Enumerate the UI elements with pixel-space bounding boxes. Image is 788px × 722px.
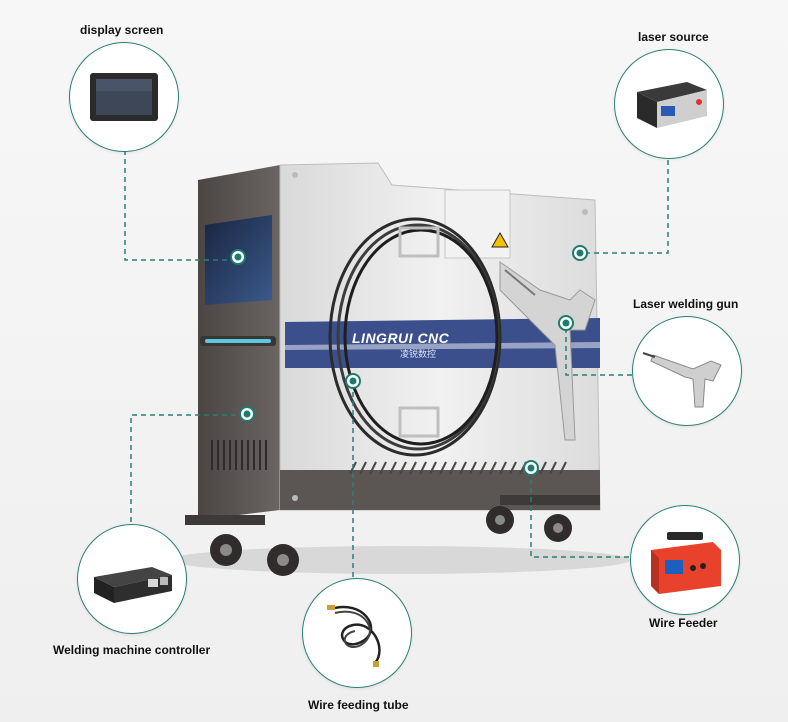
label-welding-machine-controller: Welding machine controller [53, 643, 211, 657]
display-screen-icon [90, 73, 158, 121]
laser-welding-gun-callout [632, 316, 742, 426]
machine-side-panel [198, 165, 280, 520]
laser-source-icon [637, 82, 707, 128]
display-screen-callout [69, 42, 179, 152]
label-wire-feeder: Wire Feeder [649, 616, 718, 630]
connector-laser-source [580, 160, 669, 254]
wire-feeder-icon [651, 532, 721, 594]
machine-brand-stripe [285, 318, 600, 368]
wire-tube-icon [327, 605, 381, 667]
controller-icon [94, 567, 172, 603]
label-laser-welding-gun: Laser welding gun [633, 297, 739, 311]
laser-source-callout [614, 49, 724, 159]
connector-wire-feeder [530, 470, 630, 558]
machine-wheels [185, 495, 600, 576]
coiled-cable [328, 217, 502, 457]
label-laser-source: laser source [638, 30, 709, 44]
wire-feeding-tube-callout [302, 578, 412, 688]
brand-logo: LINGRUI CNC [352, 330, 450, 346]
machine-light-strip [205, 339, 271, 343]
machine-welding-gun [499, 261, 596, 441]
connector-display-screen [124, 150, 238, 261]
machine-front-body [279, 162, 601, 511]
wire-feeder-callout [630, 505, 740, 615]
welding-gun-icon [642, 352, 722, 408]
connector-laser-welding-gun [565, 325, 632, 376]
brand-logo-subtext: 凌锐数控 [400, 350, 437, 360]
welding-machine-controller-callout [77, 524, 187, 634]
connector-welding-machine-controller [130, 414, 245, 525]
callout-markers [230, 245, 588, 476]
label-wire-feeding-tube: Wire feeding tube [308, 698, 409, 712]
label-display-screen: display screen [80, 23, 164, 37]
